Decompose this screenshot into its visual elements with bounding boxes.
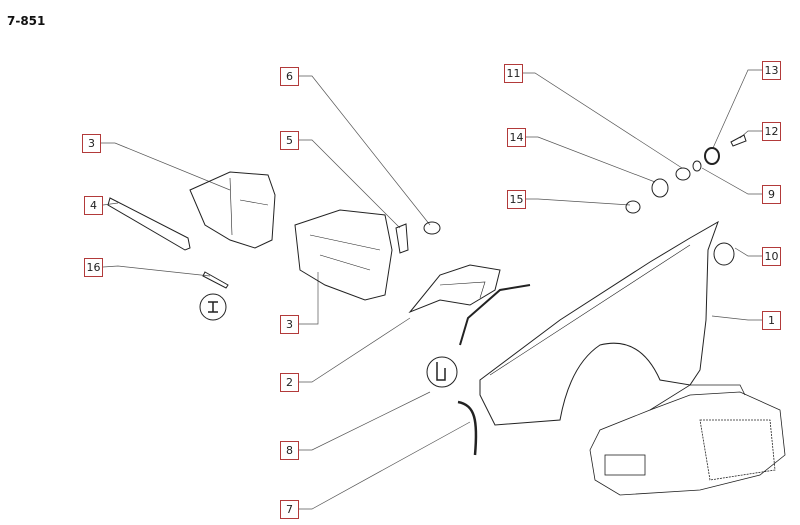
detail-circle-8 — [426, 356, 458, 388]
callout-11: 11 — [504, 64, 523, 83]
part-fender-1 — [479, 220, 719, 426]
callout-12: 12 — [762, 122, 781, 141]
detail-circle-16 — [199, 293, 227, 321]
leader-lines — [101, 69, 762, 510]
part-nut-13 — [704, 147, 720, 165]
callout-15: 15 — [507, 190, 526, 209]
part-bushing-14 — [651, 178, 669, 198]
part-liner-2 — [408, 264, 501, 314]
callout-1: 1 — [762, 311, 781, 330]
callout-14: 14 — [507, 128, 526, 147]
callout-7: 7 — [280, 500, 299, 519]
callout-10: 10 — [762, 247, 781, 266]
part-panel-3b — [294, 209, 393, 301]
part-clip-16 — [202, 271, 229, 289]
callout-5: 5 — [280, 131, 299, 150]
callout-16: 16 — [84, 258, 103, 277]
callout-3: 3 — [82, 134, 101, 153]
part-strip-7 — [457, 400, 478, 456]
part-cap-6 — [423, 221, 441, 235]
callout-6: 6 — [280, 67, 299, 86]
callout-13: 13 — [762, 61, 781, 80]
callout-2: 2 — [280, 373, 299, 392]
part-screw-12 — [730, 134, 747, 147]
part-bracket-5 — [395, 223, 409, 254]
car-thumbnail — [589, 384, 786, 496]
part-seal — [459, 284, 531, 346]
part-cap-15 — [625, 200, 641, 214]
callout-4: 4 — [84, 196, 103, 215]
callout-3b: 3 — [280, 315, 299, 334]
part-washer-9 — [692, 160, 702, 172]
callout-8: 8 — [280, 441, 299, 460]
part-panel-3a — [189, 171, 276, 249]
part-spring-11 — [675, 167, 691, 181]
diagram-reference: 7-851 — [7, 14, 46, 28]
callout-9: 9 — [762, 185, 781, 204]
part-bushing-10 — [713, 242, 735, 266]
part-strip-4 — [107, 197, 191, 251]
